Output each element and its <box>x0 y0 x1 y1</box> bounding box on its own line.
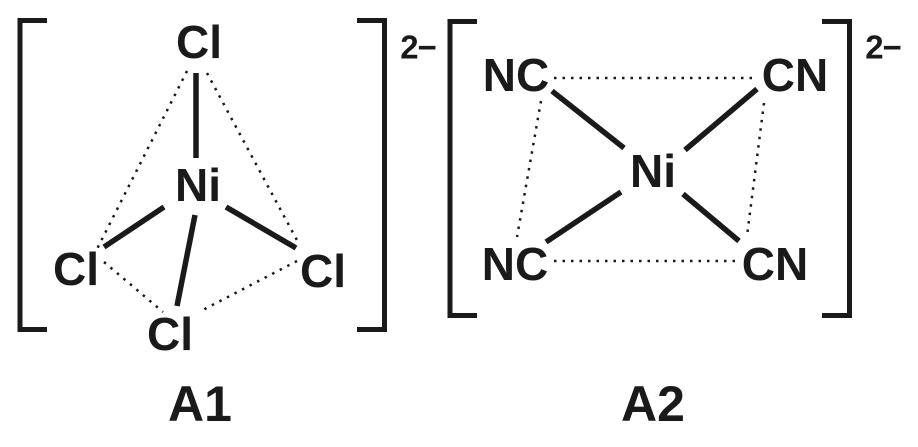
a1-charge-superscript: 2− <box>400 28 437 66</box>
a2-ligand-bottom-left-label: NC <box>481 238 549 290</box>
a1-dotted-edge-right-bottom <box>198 259 298 314</box>
a1-bracket-left <box>17 18 47 332</box>
a1-dotted-edge-left-bottom <box>103 261 164 313</box>
a1-ligand-left-label: Cl <box>53 243 99 295</box>
a2-central-atom-label: Ni <box>630 145 676 197</box>
a2-ligand-top-left-label: NC <box>482 49 550 101</box>
a1-ligand-top-label: Cl <box>176 16 222 68</box>
a1-bond-ni-cl-left <box>102 204 166 250</box>
a2-dotted-edge-left <box>515 100 543 238</box>
a1-ligand-right-label: Cl <box>300 245 346 297</box>
a2-ligand-top-right-label: CN <box>761 49 829 101</box>
a1-bracket-right <box>357 18 387 332</box>
a2-bracket-right <box>822 19 852 318</box>
a2-bond-ni-nc-bottom-left <box>544 189 623 245</box>
a1-caption: A1 <box>168 376 232 432</box>
a1-ligand-bottom-label: Cl <box>147 308 193 360</box>
a2-bond-ni-cn-bottom-right <box>681 191 741 244</box>
a2-bracket-left <box>447 19 477 318</box>
a2-bond-ni-cn-top-right <box>683 86 759 153</box>
a1-central-atom-label: Ni <box>175 159 221 211</box>
a2-dotted-edge-right <box>745 102 766 237</box>
a1-bond-ni-cl-right <box>224 204 298 251</box>
a2-caption: A2 <box>621 376 685 432</box>
a2-bond-ni-nc-top-left <box>550 88 626 151</box>
a1-dotted-edge-top-right <box>205 72 301 245</box>
a1-bond-ni-cl-bottom <box>174 214 198 307</box>
a2-ligand-bottom-right-label: CN <box>741 238 809 290</box>
a2-charge-superscript: 2− <box>865 28 902 66</box>
